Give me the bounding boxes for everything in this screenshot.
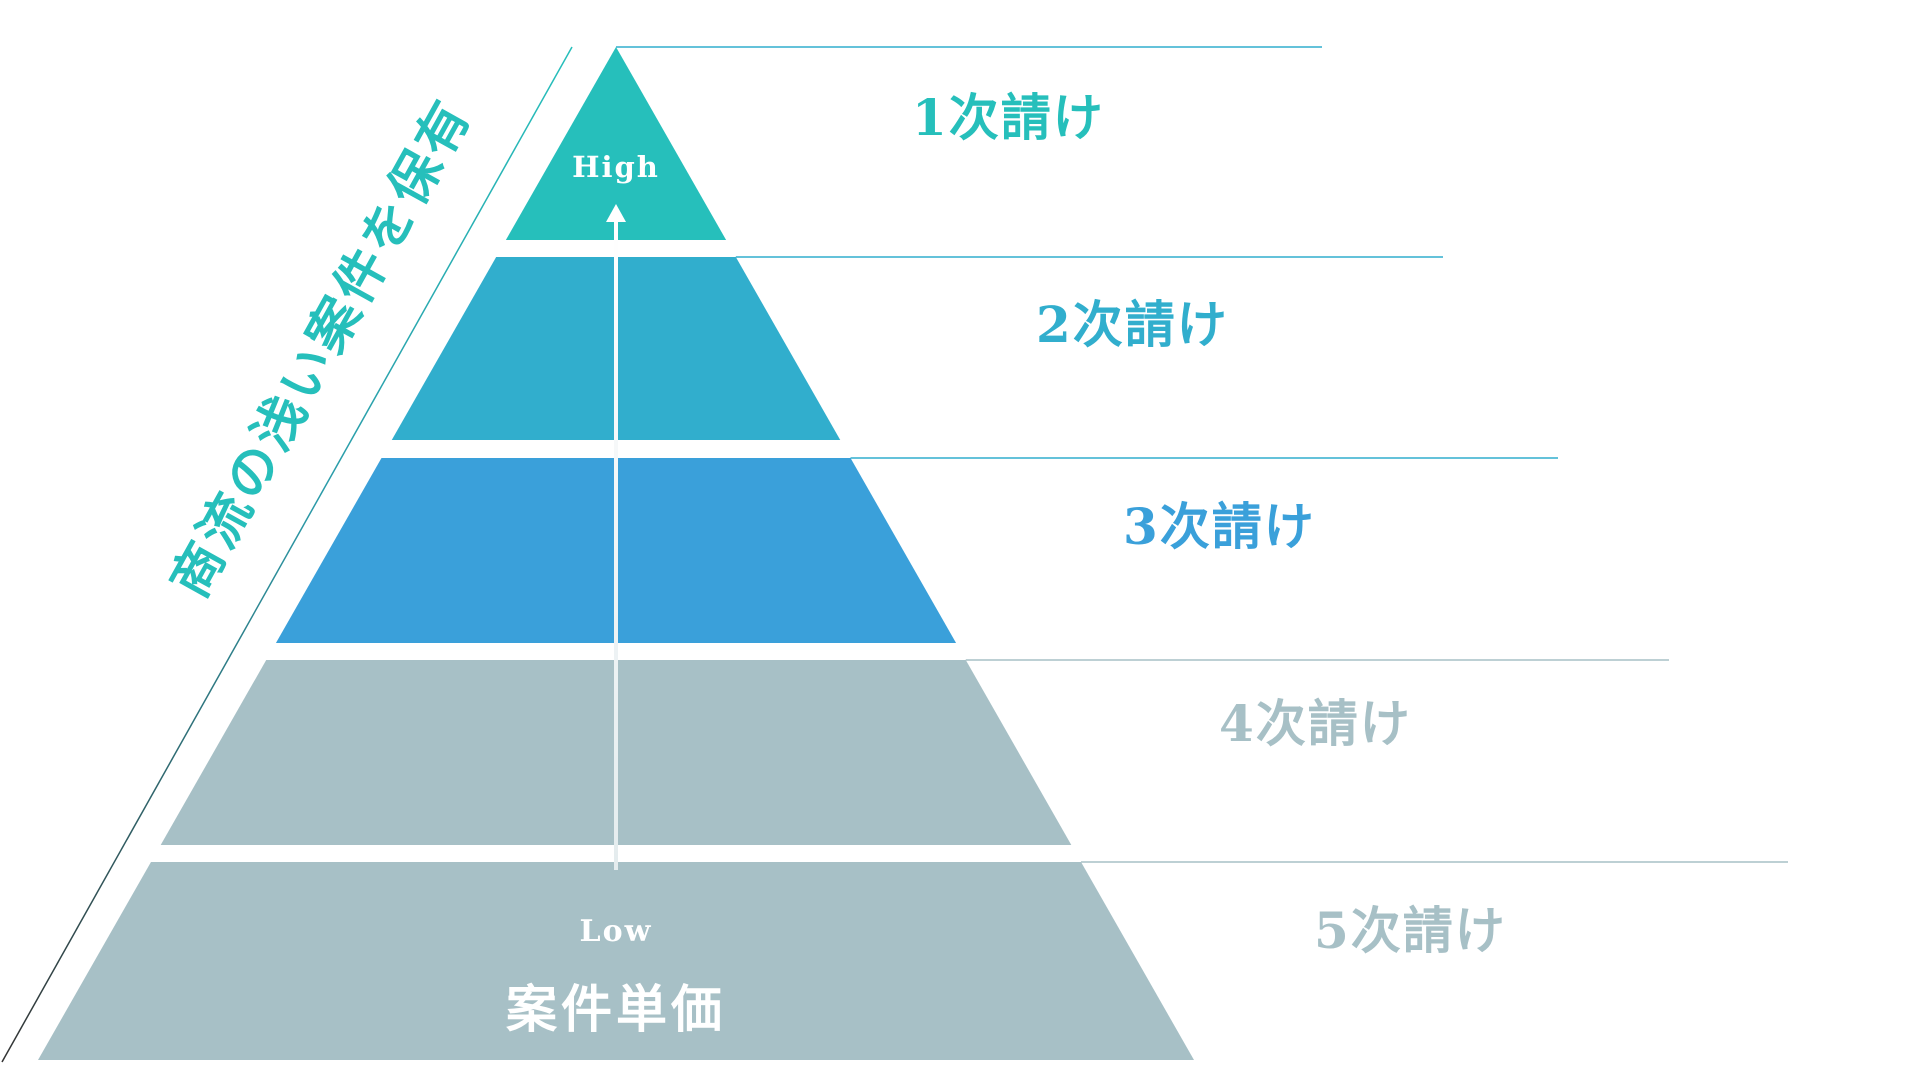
axis-arrow <box>606 204 626 870</box>
tier-label-5: 5次請け <box>1314 901 1507 960</box>
pyramid-tier-1 <box>505 47 727 240</box>
tier-label-4: 4次請け <box>1219 694 1412 753</box>
axis-low-label: Low <box>579 914 653 949</box>
axis-arrow-shaft <box>614 220 618 870</box>
axis-title: 案件単価 <box>505 980 726 1040</box>
tier-label-1: 1次請け <box>912 88 1105 147</box>
pyramid-tier-5 <box>38 862 1194 1060</box>
axis-high-label: High <box>572 150 660 184</box>
side-diagonal-line <box>1 46 573 1063</box>
tier-label-3: 3次請け <box>1123 497 1316 556</box>
tier-label-2: 2次請け <box>1036 295 1229 354</box>
axis-arrowhead-icon <box>606 204 626 222</box>
